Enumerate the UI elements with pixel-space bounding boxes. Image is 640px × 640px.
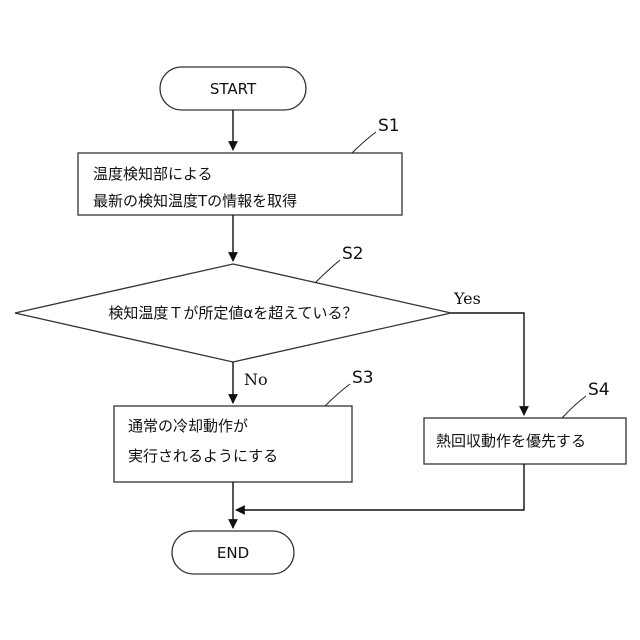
no-branch-label: No <box>244 370 268 389</box>
s4-step-label: S4 <box>588 380 610 400</box>
connector-s2-s4-yes <box>451 313 524 415</box>
s3-line2: 実行されるようにする <box>128 447 278 465</box>
s3-step-label: S3 <box>352 368 374 388</box>
s3-callout-line <box>325 384 350 406</box>
process-s4: 熱回収動作を優先する <box>424 418 626 464</box>
start-label: START <box>210 80 257 98</box>
yes-branch-label: Yes <box>453 289 481 308</box>
process-s1: 温度検知部による 最新の検知温度Tの情報を取得 <box>78 153 402 215</box>
end-label: END <box>217 544 249 562</box>
s3-line1: 通常の冷却動作が <box>128 417 248 435</box>
s2-question: 検知温度Ｔが所定値αを超えている？ <box>108 304 357 322</box>
s4-callout-line <box>562 396 586 418</box>
process-s3: 通常の冷却動作が 実行されるようにする <box>114 406 352 482</box>
s1-line1: 温度検知部による <box>93 165 213 183</box>
start-terminator: START <box>160 67 306 110</box>
s1-line2: 最新の検知温度Tの情報を取得 <box>93 192 297 210</box>
decision-s2: 検知温度Ｔが所定値αを超えている？ <box>15 264 451 362</box>
s4-text: 熱回収動作を優先する <box>436 432 586 450</box>
s1-step-label: S1 <box>378 116 400 136</box>
end-terminator: END <box>172 531 294 574</box>
s2-step-label: S2 <box>342 244 364 264</box>
s2-callout-line <box>315 260 340 283</box>
s1-callout-line <box>352 132 376 153</box>
